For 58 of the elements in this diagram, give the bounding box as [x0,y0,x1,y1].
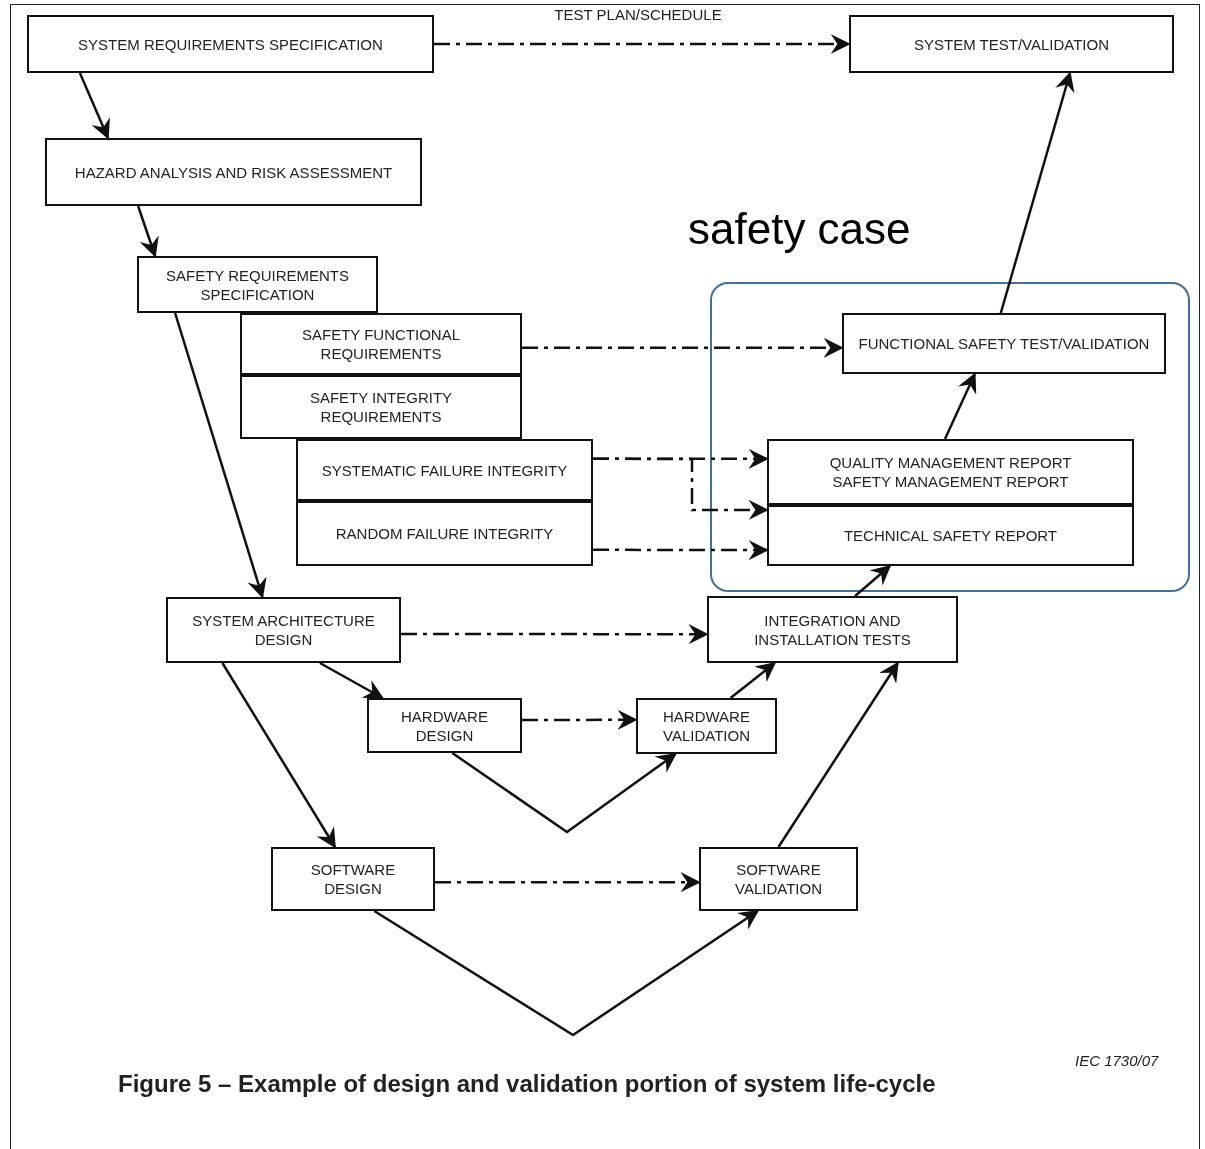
arrow [522,709,638,730]
arrow [78,72,110,140]
figure-number: IEC 1730/07 [1075,1052,1159,1069]
box-label: SOFTWARE DESIGN [309,860,397,898]
process-box [271,847,435,911]
arrow [319,661,384,700]
box-label: SAFETY REQUIREMENTS SPECIFICATION [164,265,351,304]
arrow [451,751,677,834]
arrow [221,662,337,849]
process-box [27,15,434,73]
arrow [435,872,701,893]
process-box [699,847,858,911]
process-box [367,698,522,753]
figure-caption: Figure 5 – Example of design and validation portion of system life-cycle [118,1070,936,1098]
box-label: SOFTWARE VALIDATION [734,860,823,898]
arrow [434,34,851,54]
process-box [767,439,1134,505]
box-label: SAFETY MANAGEMENT REPORT [832,472,1069,491]
process-box [296,439,593,501]
box-label: SYSTEM ARCHITECTURE DESIGN [191,611,376,649]
arrow [999,71,1075,314]
edge-label: TEST PLAN/SCHEDULE [552,6,724,23]
process-box [707,596,958,663]
group-title: safety case [688,204,911,254]
arrow [854,564,892,597]
box-label: SAFETY INTEGRITY REQUIREMENTS [308,388,454,426]
arrow [729,661,777,699]
box-label: INTEGRATION AND INSTALLATION TESTS [753,610,912,649]
arrow [943,372,977,440]
box-label: TECHNICAL SAFETY REPORT [843,526,1058,545]
process-box [842,313,1166,374]
box-label: SYSTEM REQUIREMENTS SPECIFICATION [78,34,383,54]
process-box [137,256,378,313]
arrow [593,457,769,520]
box-label: SAFETY FUNCTIONAL REQUIREMENTS [300,325,462,363]
arrow [593,540,769,561]
box-label: SYSTEMATIC FAILURE INTEGRITY [321,460,568,480]
process-box [636,698,777,754]
box-label: HARDWARE DESIGN [400,706,489,745]
arrow [173,312,267,599]
arrow [136,205,159,258]
arrow [401,624,709,645]
process-box [849,15,1174,73]
box-label: SYSTEM TEST/VALIDATION [913,34,1109,54]
box-label: HARDWARE VALIDATION [662,707,751,745]
process-box [296,501,593,566]
arrow [522,337,844,358]
process-box [45,138,422,206]
process-box [767,505,1134,566]
arrow [777,661,899,848]
box-label: RANDOM FAILURE INTEGRITY [335,524,554,543]
box-label: QUALITY MANAGEMENT REPORT [829,453,1072,472]
process-box [240,375,522,439]
process-box [166,597,401,663]
box-label: FUNCTIONAL SAFETY TEST/VALIDATION [858,334,1150,353]
process-box [240,313,522,375]
arrow [373,909,760,1037]
box-label: HAZARD ANALYSIS AND RISK ASSESSMENT [74,162,393,182]
